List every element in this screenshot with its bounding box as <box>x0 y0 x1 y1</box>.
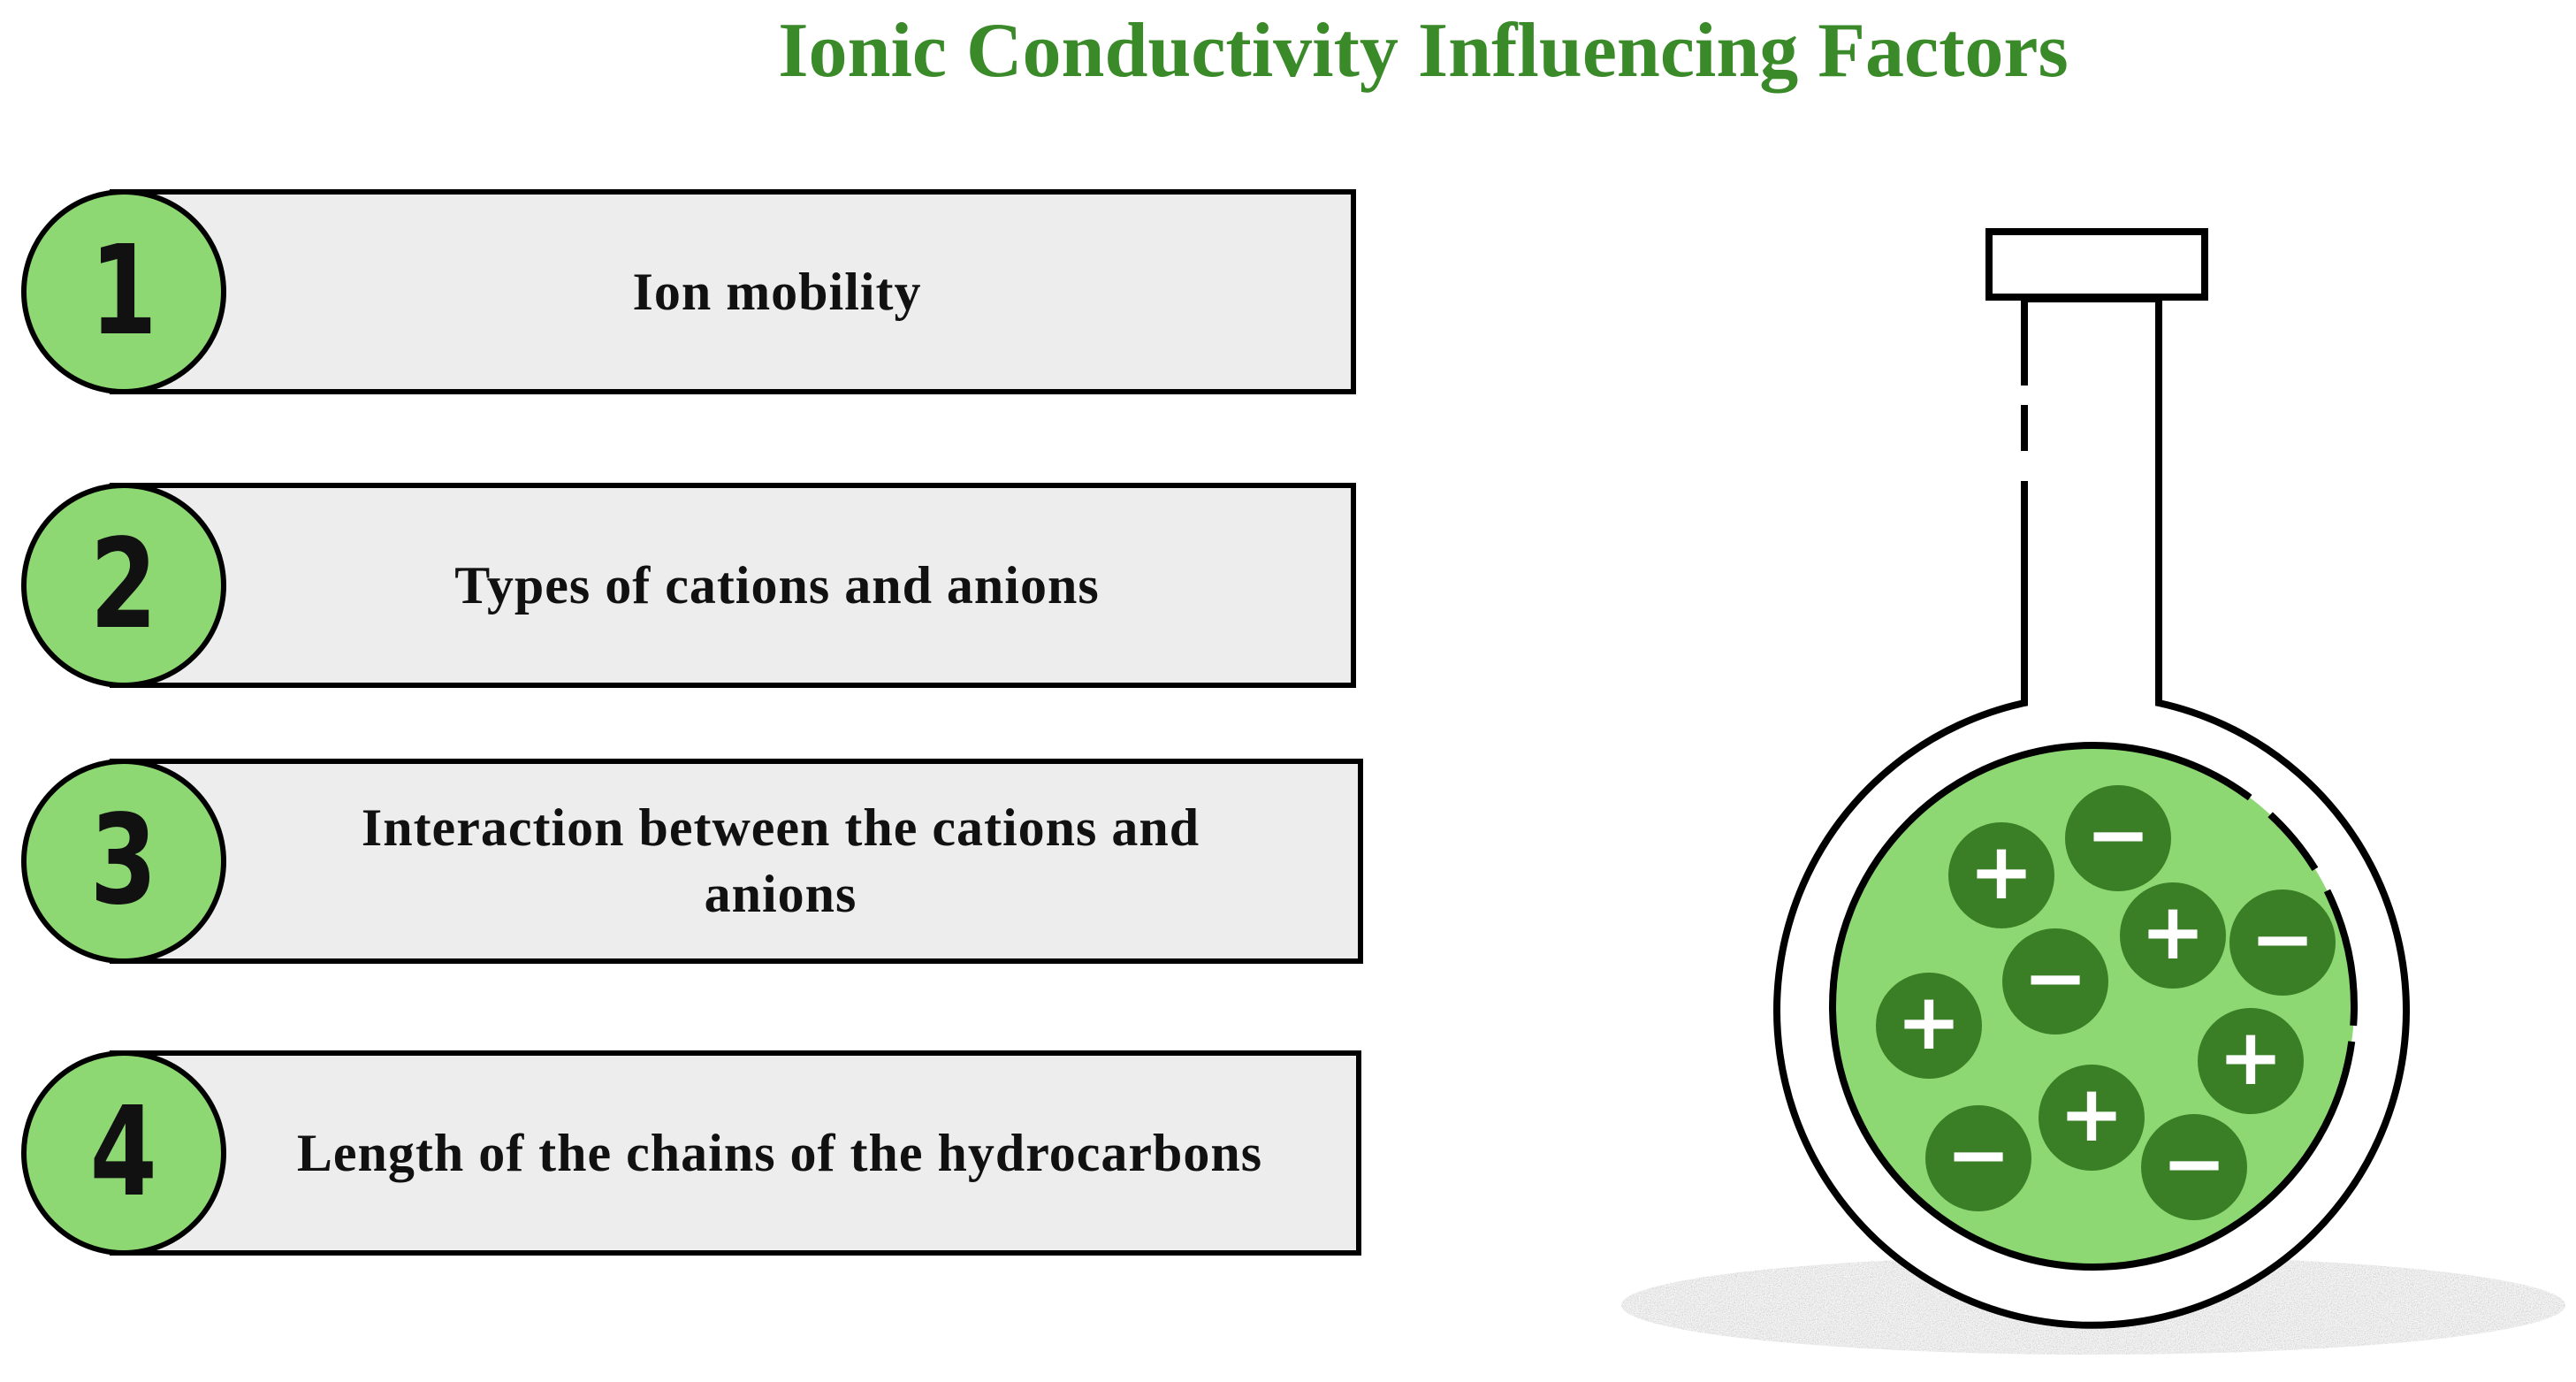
factor-number: 4 <box>89 1080 157 1225</box>
factor-label: Ion mobility <box>632 262 922 321</box>
anion-icon: − <box>1925 1105 2031 1211</box>
factor-number: 3 <box>89 789 157 933</box>
anion-icon: − <box>2141 1114 2247 1220</box>
factor-number: 2 <box>89 513 157 657</box>
ion-sign: + <box>2059 1068 2124 1159</box>
ion-sign: − <box>2023 932 2088 1023</box>
factor-item-3: Interaction between the cations and anio… <box>21 759 1363 964</box>
factor-item-4: Length of the chains of the hydrocarbons… <box>21 1050 1361 1256</box>
cation-icon: + <box>1948 822 2054 928</box>
factor-box: Types of cations and anions <box>110 483 1356 688</box>
factor-box: Interaction between the cations and anio… <box>110 759 1363 964</box>
factor-box: Length of the chains of the hydrocarbons <box>110 1050 1361 1256</box>
liquid-outline <box>1829 742 2358 1271</box>
anion-icon: − <box>2065 785 2171 891</box>
factor-label: Length of the chains of the hydrocarbons <box>296 1123 1263 1182</box>
flask-illustration: +−+−−+++−− <box>1609 212 2576 1382</box>
ion-sign: + <box>1896 976 1962 1067</box>
ion-sign: − <box>1946 1109 2011 1200</box>
number-badge: 1 <box>21 189 226 394</box>
flask-icon: +−+−−+++−− <box>1621 228 2565 1355</box>
ion-sign: − <box>2250 893 2315 984</box>
cation-icon: + <box>2120 882 2226 989</box>
anion-icon: − <box>2002 928 2108 1035</box>
factor-box: Ion mobility <box>110 189 1356 394</box>
flask-rim <box>1985 228 2208 301</box>
number-badge: 4 <box>21 1050 226 1256</box>
factor-item-2: Types of cations and anions 2 <box>21 483 1356 688</box>
ion-sign: + <box>2218 1012 2283 1103</box>
factor-item-1: Ion mobility 1 <box>21 189 1356 394</box>
cation-icon: + <box>2039 1065 2145 1171</box>
ion-sign: − <box>2085 789 2151 880</box>
cation-icon: + <box>2198 1008 2304 1114</box>
number-badge: 2 <box>21 483 226 688</box>
ion-sign: + <box>2140 886 2206 977</box>
ion-sign: + <box>1969 826 2034 917</box>
anion-icon: − <box>2229 890 2336 996</box>
cation-icon: + <box>1876 973 1982 1079</box>
factor-number: 1 <box>89 219 157 363</box>
diagram-title: Ionic Conductivity Influencing Factors <box>778 8 2069 94</box>
ion-sign: − <box>2161 1118 2227 1209</box>
factor-label: Interaction between the cations and anio… <box>361 798 1200 923</box>
number-badge: 3 <box>21 759 226 964</box>
factor-label: Types of cations and anions <box>454 555 1100 615</box>
